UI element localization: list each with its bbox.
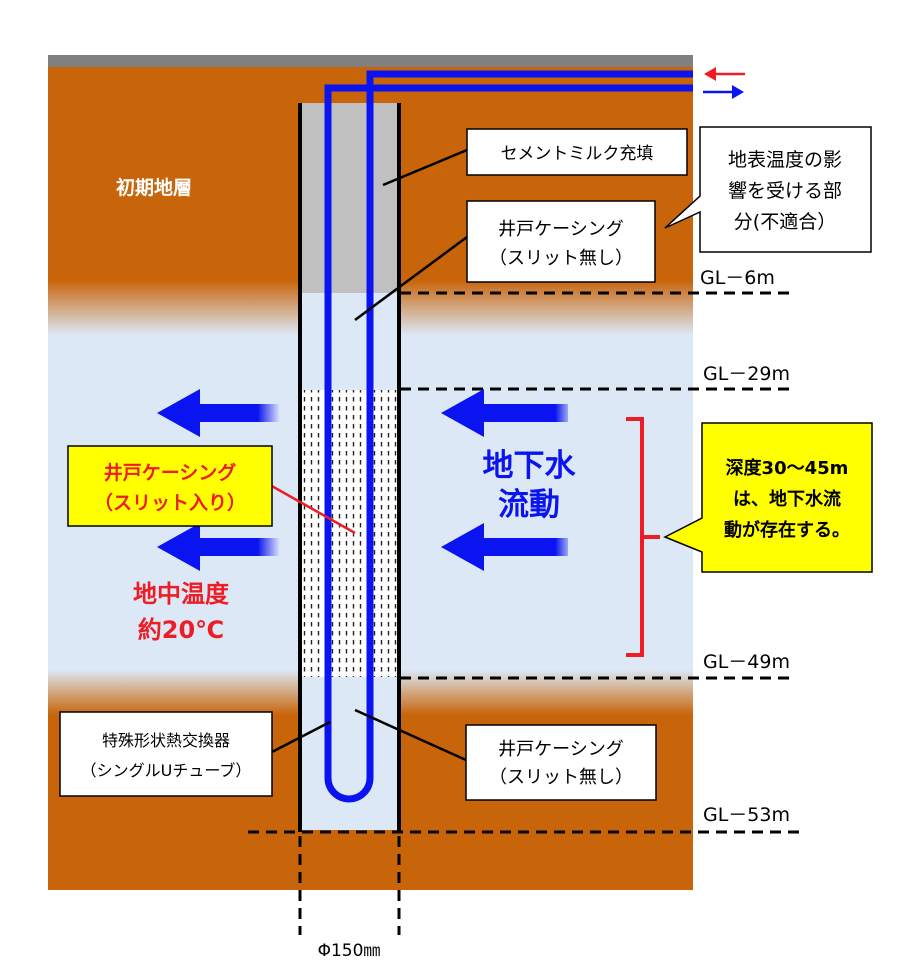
ground-temp-label-1: 地中温度 [133, 580, 230, 608]
groundwater-label-1: 地下水 [483, 448, 577, 484]
heat-ex-leader [271, 720, 331, 754]
depth-note-bubble [663, 422, 873, 573]
heat-exchanger-label-2: （シングルUチューブ） [81, 761, 252, 780]
groundwater-arrow-icon [441, 523, 568, 571]
cement-milk-label: セメントミルク充填 [501, 144, 654, 164]
depth-note-line-1: 深度30～45m [726, 457, 849, 479]
heat-exchanger-label-1: 特殊形状熱交換器 [102, 731, 230, 750]
cement-leader [382, 148, 468, 187]
u-tube-pipe [324, 70, 693, 803]
casing-top-leader [354, 235, 468, 322]
cement-milk-box [466, 128, 688, 176]
casing-top-label-2: （スリット無し） [489, 248, 633, 269]
casing-top-box [466, 200, 656, 283]
casing-bottom-label-2: （スリット無し） [489, 767, 633, 788]
slit-section [302, 390, 397, 677]
slit-casing-label-1: 井戸ケーシング [104, 461, 237, 484]
groundwater-arrow-icon [441, 389, 568, 437]
casing-bottom-label-1: 井戸ケーシング [498, 739, 624, 760]
slit-casing-leader [269, 483, 356, 535]
ground-temp-label-2: 約20℃ [138, 616, 224, 644]
outflow-arrow-icon [704, 67, 745, 81]
surface-note-line-1: 地表温度の影 [728, 149, 842, 171]
groundwater-arrow-icon [157, 523, 280, 571]
flow-range-bracket [626, 417, 660, 657]
diameter-label: Φ150㎜ [318, 941, 381, 961]
casing-top-label-1: 井戸ケーシング [498, 219, 624, 240]
ground-surface-band [48, 55, 693, 67]
groundwater-arrow-icon [157, 389, 280, 437]
casing-bottom-box [465, 724, 657, 801]
groundwater-label-2: 流動 [498, 487, 560, 523]
slit-casing-box [67, 445, 273, 527]
gl53-label: GL－53m [703, 804, 790, 826]
gl6-label: GL－6m [700, 267, 775, 289]
surface-note-line-3: 分(不適合） [734, 211, 836, 233]
inflow-arrow-icon [703, 85, 744, 99]
surface-note-bubble [664, 126, 872, 253]
casing-bot-leader [354, 708, 467, 762]
slit-casing-label-2: （スリット入り） [94, 491, 246, 514]
depth-note-line-3: 動が存在する。 [724, 519, 850, 541]
depth-note-line-2: は、地下水流 [733, 488, 841, 510]
gl49-label: GL－49m [703, 651, 790, 673]
gl29-label: GL－29m [703, 363, 790, 385]
heat-exchanger-box [59, 711, 273, 797]
cement-fill [302, 103, 397, 293]
surface-note-line-2: 響を受ける部 [728, 180, 842, 202]
initial-stratum-label: 初期地層 [116, 176, 192, 199]
